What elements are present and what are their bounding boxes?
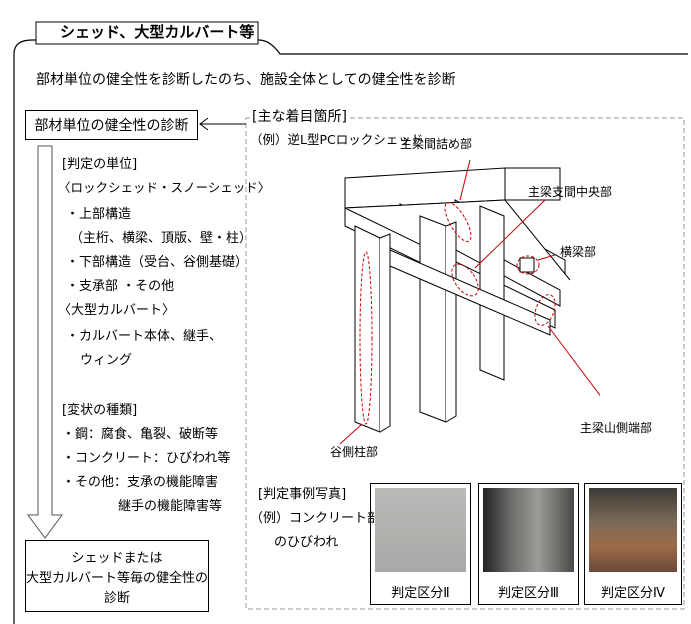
unit-line: ・カルバート本体、継手、	[66, 329, 223, 344]
callout-cross-beam: 横梁部	[560, 245, 597, 259]
section-title: シェッド、大型カルバート等	[60, 23, 255, 41]
unit-line: ウィング	[80, 353, 133, 368]
type-heading: [変状の種類]	[62, 403, 138, 418]
photos-heading: [判定事例写真]	[258, 487, 347, 502]
concrete-crack-image	[589, 488, 677, 572]
facility-diagnosis-line: シェッドまたは	[71, 551, 163, 566]
unit-line: 〈大型カルバート〉	[58, 303, 176, 318]
unit-line: 〈ロックシェッド・スノーシェッド〉	[58, 180, 271, 195]
photo-caption: 判定区分Ⅳ	[601, 586, 665, 601]
callout-valley-column: 谷側柱部	[330, 445, 379, 459]
member-diagnosis-label: 部材単位の健全性の診断	[34, 118, 189, 134]
facility-diagnosis-box: シェッドまたは 大型カルバート等毎の健全性の 診断	[25, 540, 209, 612]
photo-grade-2: 判定区分Ⅱ	[370, 483, 471, 605]
example-label: （例）逆L型PCロックシェッド	[250, 132, 424, 147]
facility-diagnosis-line: 大型カルバート等毎の健全性の	[26, 571, 209, 586]
rock-shed-diagram	[339, 160, 600, 445]
intro-text: 部材単位の健全性を診断したのち、施設全体としての健全性を診断	[36, 72, 456, 88]
type-line: 継手の機能障害等	[118, 499, 223, 514]
photo-grade-3: 判定区分Ⅲ	[478, 483, 579, 605]
unit-line: ・支承部 ・その他	[66, 279, 175, 294]
photo-caption: 判定区分Ⅲ	[498, 586, 559, 601]
callout-mountain-end: 主梁山側端部	[580, 421, 653, 435]
unit-heading: [判定の単位]	[62, 157, 138, 172]
photo-grade-4: 判定区分Ⅳ	[584, 483, 682, 605]
type-line: ・鋼：腐食、亀裂、破断等	[62, 427, 219, 442]
callout-main-mid: 主梁支間中央部	[528, 185, 613, 199]
unit-line: ・上部構造	[66, 207, 132, 222]
photos-subtitle: （例）コンクリート部材	[250, 511, 394, 526]
callout-main-joint: 主梁間詰め部	[400, 137, 473, 151]
unit-line: （主桁、横梁、頂版、壁・柱）	[70, 231, 253, 246]
photo-caption: 判定区分Ⅱ	[391, 586, 450, 601]
focus-heading: [主な着目箇所]	[250, 109, 349, 125]
concrete-crack-image	[483, 488, 574, 572]
unit-line: ・下部構造（受台、谷側基礎）	[66, 255, 249, 270]
type-line: ・コンクリート：ひびわれ等	[62, 451, 231, 466]
concrete-crack-image	[375, 488, 466, 572]
type-line: ・その他：支承の機能障害	[62, 475, 219, 490]
facility-diagnosis-line: 診断	[103, 591, 130, 606]
member-diagnosis-box: 部材単位の健全性の診断	[25, 110, 198, 140]
photos-subtitle: のひびわれ	[274, 535, 339, 550]
